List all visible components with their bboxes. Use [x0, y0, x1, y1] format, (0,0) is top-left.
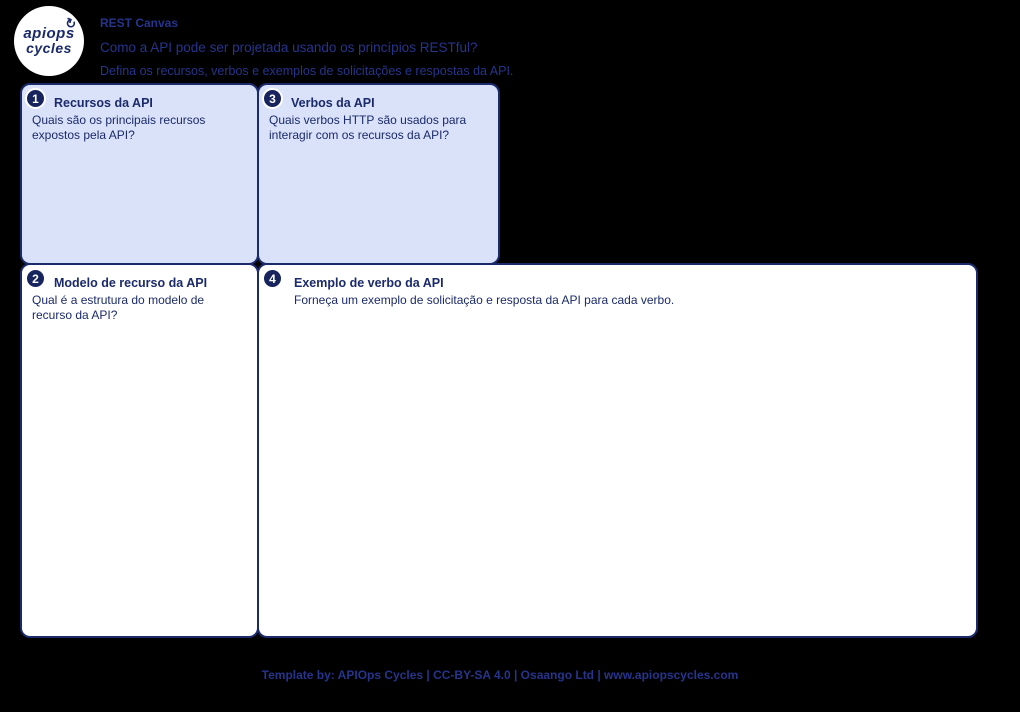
section-description: Forneça um exemplo de solicitação e resp… [294, 293, 675, 307]
section-description: Qual é a estrutura do modelo de recurso … [32, 293, 205, 322]
canvas-subtitle: Defina os recursos, verbos e exemplos de… [100, 64, 514, 78]
section-content: Recursos da API Quais são os principais … [22, 85, 257, 143]
section-number-badge: 1 [25, 88, 46, 109]
section-number-badge: 2 [25, 268, 46, 289]
logo-text-line1: apiops [23, 25, 75, 42]
section-recursos-da-api[interactable]: 1 Recursos da API Quais são os principai… [20, 83, 259, 265]
canvas-question: Como a API pode ser projetada usando os … [100, 40, 478, 55]
section-content: Verbos da API Quais verbos HTTP são usad… [259, 85, 498, 143]
header: REST Canvas Como a API pode ser projetad… [100, 16, 513, 78]
section-content: Modelo de recurso da API Qual é a estrut… [22, 265, 257, 323]
section-number-badge: 3 [262, 88, 283, 109]
canvas-title: REST Canvas [100, 16, 179, 30]
logo-text-line2: cycles [26, 40, 72, 56]
section-title: Recursos da API [54, 96, 153, 110]
section-verbos-da-api[interactable]: 3 Verbos da API Quais verbos HTTP são us… [257, 83, 500, 265]
section-number-badge: 4 [262, 268, 283, 289]
section-title: Verbos da API [291, 96, 375, 110]
section-exemplo-de-verbo[interactable]: 4 Exemplo de verbo da API Forneça um exe… [257, 263, 978, 638]
attribution-footer: Template by: APIOps Cycles | CC-BY-SA 4.… [261, 668, 739, 682]
section-modelo-de-recurso[interactable]: 2 Modelo de recurso da API Qual é a estr… [20, 263, 259, 638]
section-title: Exemplo de verbo da API [294, 276, 444, 290]
section-title: Modelo de recurso da API [54, 276, 208, 290]
section-description: Quais verbos HTTP são usados para intera… [269, 113, 467, 142]
apiops-cycles-logo: ↻ apiops cycles [14, 6, 84, 76]
section-description: Quais são os principais recursos exposto… [32, 113, 206, 142]
section-content: Exemplo de verbo da API Forneça um exemp… [259, 265, 976, 308]
